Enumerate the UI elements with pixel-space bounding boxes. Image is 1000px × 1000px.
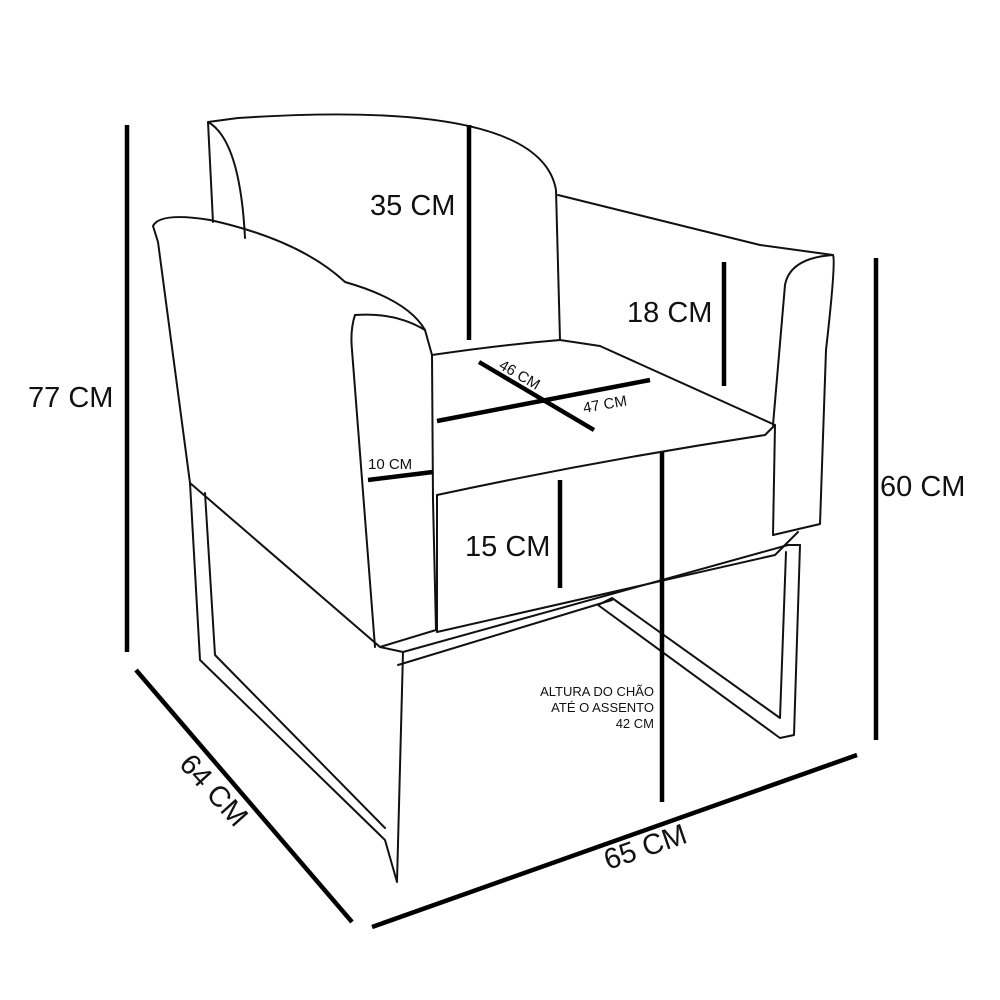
dimension-lines [124,125,879,930]
frame-back-rail [397,599,613,666]
frame-front-rail [402,544,801,653]
armchair-outline [152,113,835,883]
seat-front-band [436,494,799,633]
label-15cm: 15 CM [465,531,550,563]
seat-height-note-line2: ATÉ O ASSENTO [551,700,654,715]
left-arm-top-curve [354,313,426,331]
right-arm [557,194,835,536]
label-65cm: 65 CM [600,819,691,877]
backrest [207,113,561,341]
label-10cm: 10 CM [368,456,412,473]
dim-line-64cm [134,668,354,924]
frame-left [189,482,404,883]
dim-line-10cm [367,469,434,483]
left-arm-front-edge [350,314,376,648]
label-18cm: 18 CM [627,297,712,329]
seat-height-note-line3: 42 CM [616,716,654,731]
seat-height-note-line1: ALTURA DO CHÃO [540,684,654,699]
seat-height-note: ALTURA DO CHÃO ATÉ O ASSENTO 42 CM [540,684,654,731]
label-35cm: 35 CM [370,190,455,222]
dim-line-46cm [477,360,596,432]
label-47cm: 47 CM [582,393,628,417]
right-arm-front-curve [772,254,834,426]
label-77cm: 77 CM [28,382,113,414]
label-60cm: 60 CM [880,471,965,503]
dim-line-65cm [371,752,858,930]
seat-cushion-top [431,339,776,496]
dim-line-47cm [436,377,651,424]
